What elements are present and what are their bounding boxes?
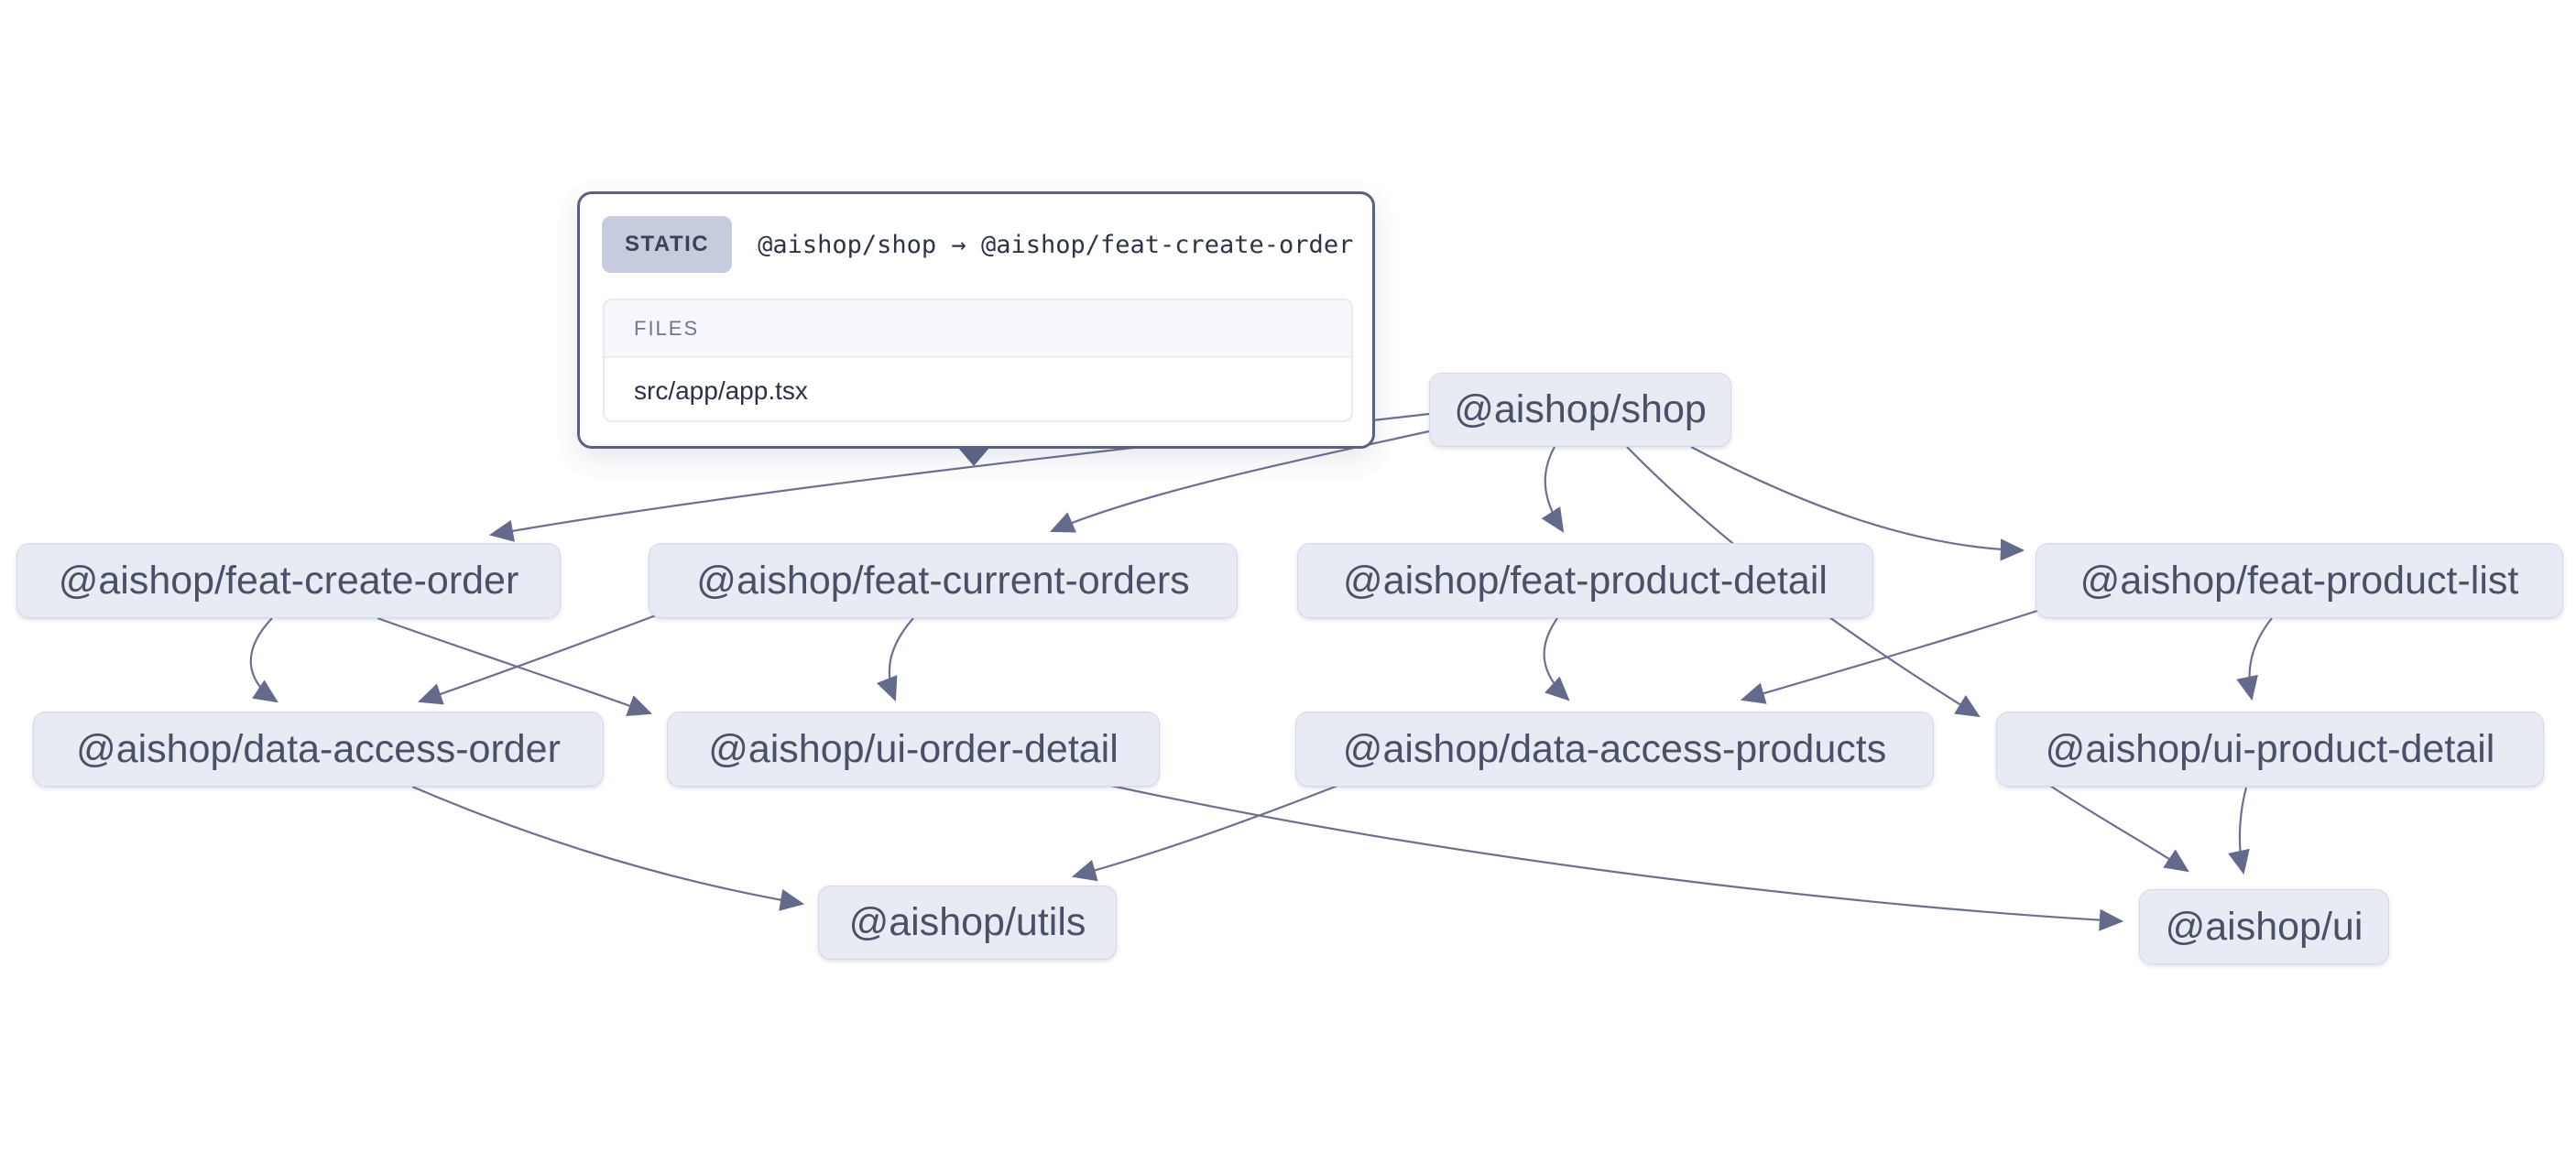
edge-shop-to-feat-current-orders[interactable] — [1049, 429, 1430, 533]
node-feat-create-order[interactable]: @aishop/feat-create-order — [16, 543, 561, 618]
edge-type-badge: STATIC — [602, 216, 733, 273]
node-feat-current-orders[interactable]: @aishop/feat-current-orders — [649, 543, 1238, 618]
edge-tooltip-title: @aishop/shop → @aishop/feat-create-order — [758, 230, 1354, 259]
edge-tooltip-header: STATIC @aishop/shop → @aishop/feat-creat… — [580, 194, 1372, 273]
edge-feat-current-orders-to-ui-order-detail[interactable] — [876, 617, 914, 702]
edge-feat-product-list-to-ui-product-detail[interactable] — [2236, 617, 2273, 701]
node-shop[interactable]: @aishop/shop — [1429, 373, 1731, 447]
node-ui-order-detail[interactable]: @aishop/ui-order-detail — [667, 712, 1160, 787]
edge-files-label: FILES — [605, 300, 1351, 358]
node-ui[interactable]: @aishop/ui — [2139, 889, 2389, 964]
node-feat-product-list[interactable]: @aishop/feat-product-list — [2036, 543, 2563, 618]
edge-files-panel: FILES src/app/app.tsx — [603, 299, 1353, 422]
edge-feat-product-list-to-data-access-products[interactable] — [1740, 608, 2041, 704]
edge-feat-create-order-to-data-access-order[interactable] — [249, 617, 278, 703]
edge-file-path: src/app/app.tsx — [634, 376, 808, 405]
edge-ui-product-detail-to-ui[interactable] — [2049, 785, 2189, 873]
edge-shop-to-feat-product-list[interactable] — [1690, 446, 2025, 561]
edge-ui-order-detail-to-ui[interactable] — [1110, 784, 2124, 931]
node-feat-product-detail[interactable]: @aishop/feat-product-detail — [1297, 543, 1873, 618]
edge-shop-to-feat-product-detail[interactable] — [1541, 446, 1565, 533]
edge-data-access-products-to-utils[interactable] — [1071, 784, 1338, 882]
edge-feat-create-order-to-ui-order-detail[interactable] — [377, 616, 653, 716]
edge-feat-current-orders-to-data-access-order[interactable] — [417, 614, 657, 705]
node-ui-product-detail[interactable]: @aishop/ui-product-detail — [1996, 712, 2544, 787]
edge-feat-product-detail-to-data-access-products[interactable] — [1543, 617, 1570, 701]
tooltip-caret-icon — [958, 448, 989, 466]
node-data-access-order[interactable]: @aishop/data-access-order — [33, 712, 604, 787]
edge-tooltip: STATIC @aishop/shop → @aishop/feat-creat… — [577, 191, 1375, 449]
edge-ui-product-detail-to-ui-2[interactable] — [2228, 787, 2250, 875]
node-utils[interactable]: @aishop/utils — [818, 886, 1117, 960]
node-data-access-products[interactable]: @aishop/data-access-products — [1295, 712, 1934, 787]
edge-data-access-order-to-utils[interactable] — [411, 785, 805, 911]
